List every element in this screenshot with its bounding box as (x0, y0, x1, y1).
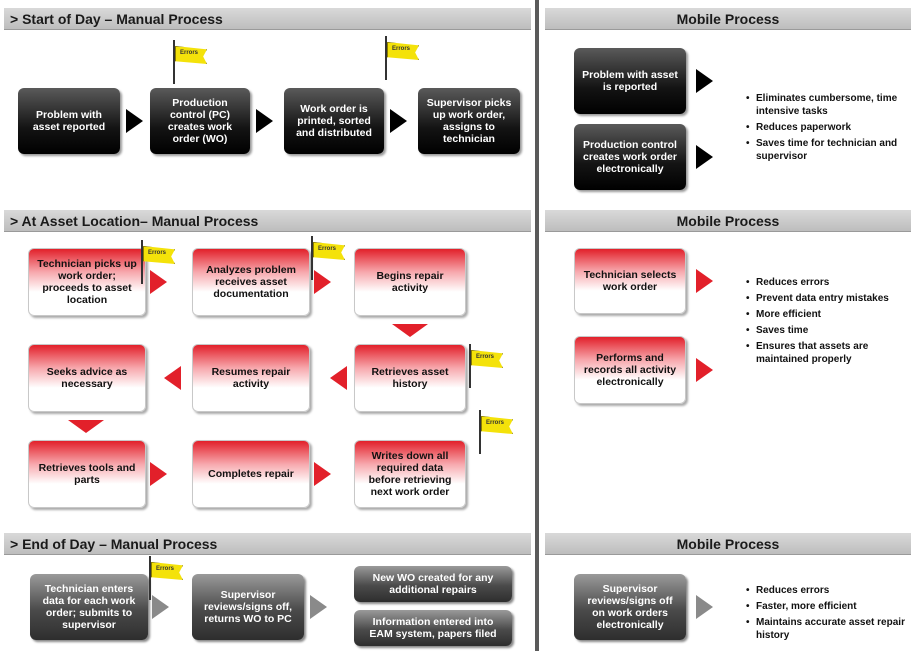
start-step-2: Production control (PC) creates work ord… (150, 88, 250, 154)
section-header-end-mobile: Mobile Process (545, 533, 911, 555)
benefit-item: Reduces errors (746, 276, 912, 289)
arrow-right-icon (314, 270, 331, 294)
arrow-left-icon (330, 366, 347, 390)
arrow-right-icon (696, 269, 713, 293)
arrow-right-icon (314, 462, 331, 486)
section-header-end-manual: > End of Day – Manual Process (4, 533, 531, 555)
arrow-right-icon (126, 109, 143, 133)
asset-step-writes-down-data: Writes down all required data before ret… (354, 440, 466, 508)
asset-step-completes-repair: Completes repair (192, 440, 310, 508)
error-flag-icon: Errors (146, 556, 186, 602)
section-header-start-manual: > Start of Day – Manual Process (4, 8, 531, 30)
section-header-start-mobile: Mobile Process (545, 8, 911, 30)
asset-mobile-benefits: Reduces errors Prevent data entry mistak… (746, 276, 912, 369)
asset-step-begins-repair: Begins repair activity (354, 248, 466, 316)
vertical-divider (535, 0, 539, 651)
start-mobile-step-1: Problem with asset is reported (574, 48, 686, 114)
start-mobile-step-2: Production control creates work order el… (574, 124, 686, 190)
error-flag-icon: Errors (382, 36, 422, 82)
end-step-technician-enters: Technician enters data for each work ord… (30, 574, 148, 640)
asset-step-retrieves-history: Retrieves asset history (354, 344, 466, 412)
asset-step-seeks-advice: Seeks advice as necessary (28, 344, 146, 412)
arrow-right-icon (310, 595, 327, 619)
asset-step-resumes-repair: Resumes repair activity (192, 344, 310, 412)
benefit-item: Maintains accurate asset repair history (746, 616, 906, 642)
error-flag-icon: Errors (138, 240, 178, 286)
arrow-down-icon (392, 324, 428, 337)
end-step-eam-entry: Information entered into EAM system, pap… (354, 610, 512, 646)
error-flag-icon: Errors (466, 344, 506, 390)
asset-step-technician-picks-up: Technician picks up work order; proceeds… (28, 248, 146, 316)
arrow-left-icon (164, 366, 181, 390)
start-step-3: Work order is printed, sorted and distri… (284, 88, 384, 154)
arrow-right-icon (696, 145, 713, 169)
benefit-item: Eliminates cumbersome, time intensive ta… (746, 92, 906, 118)
benefit-item: Saves time (746, 324, 912, 337)
start-step-4: Supervisor picks up work order, assigns … (418, 88, 520, 154)
benefit-item: Reduces paperwork (746, 121, 906, 134)
arrow-right-icon (152, 595, 169, 619)
benefit-item: Saves time for technician and supervisor (746, 137, 906, 163)
arrow-right-icon (696, 595, 713, 619)
arrow-right-icon (150, 462, 167, 486)
asset-mobile-step-1: Technician selects work order (574, 248, 686, 314)
asset-step-retrieves-tools: Retrieves tools and parts (28, 440, 146, 508)
end-step-new-wo: New WO created for any additional repair… (354, 566, 512, 602)
benefit-item: Prevent data entry mistakes (746, 292, 912, 305)
start-mobile-benefits: Eliminates cumbersome, time intensive ta… (746, 92, 906, 166)
arrow-down-icon (68, 420, 104, 433)
section-header-asset-mobile: Mobile Process (545, 210, 911, 232)
error-flag-icon: Errors (170, 40, 210, 86)
benefit-item: More efficient (746, 308, 912, 321)
error-flag-icon: Errors (476, 410, 516, 456)
arrow-right-icon (150, 270, 167, 294)
arrow-right-icon (390, 109, 407, 133)
asset-mobile-step-2: Performs and records all activity electr… (574, 336, 686, 404)
benefit-item: Reduces errors (746, 584, 906, 597)
arrow-right-icon (696, 69, 713, 93)
end-step-supervisor-reviews: Supervisor reviews/signs off, returns WO… (192, 574, 304, 640)
end-mobile-step-1: Supervisor reviews/signs off on work ord… (574, 574, 686, 640)
asset-step-analyzes-problem: Analyzes problem receives asset document… (192, 248, 310, 316)
error-flag-icon: Errors (308, 236, 348, 282)
arrow-right-icon (696, 358, 713, 382)
benefit-item: Ensures that assets are maintained prope… (746, 340, 912, 366)
arrow-right-icon (256, 109, 273, 133)
end-mobile-benefits: Reduces errors Faster, more efficient Ma… (746, 584, 906, 645)
start-step-1: Problem with asset reported (18, 88, 120, 154)
section-header-asset-manual: > At Asset Location– Manual Process (4, 210, 531, 232)
benefit-item: Faster, more efficient (746, 600, 906, 613)
